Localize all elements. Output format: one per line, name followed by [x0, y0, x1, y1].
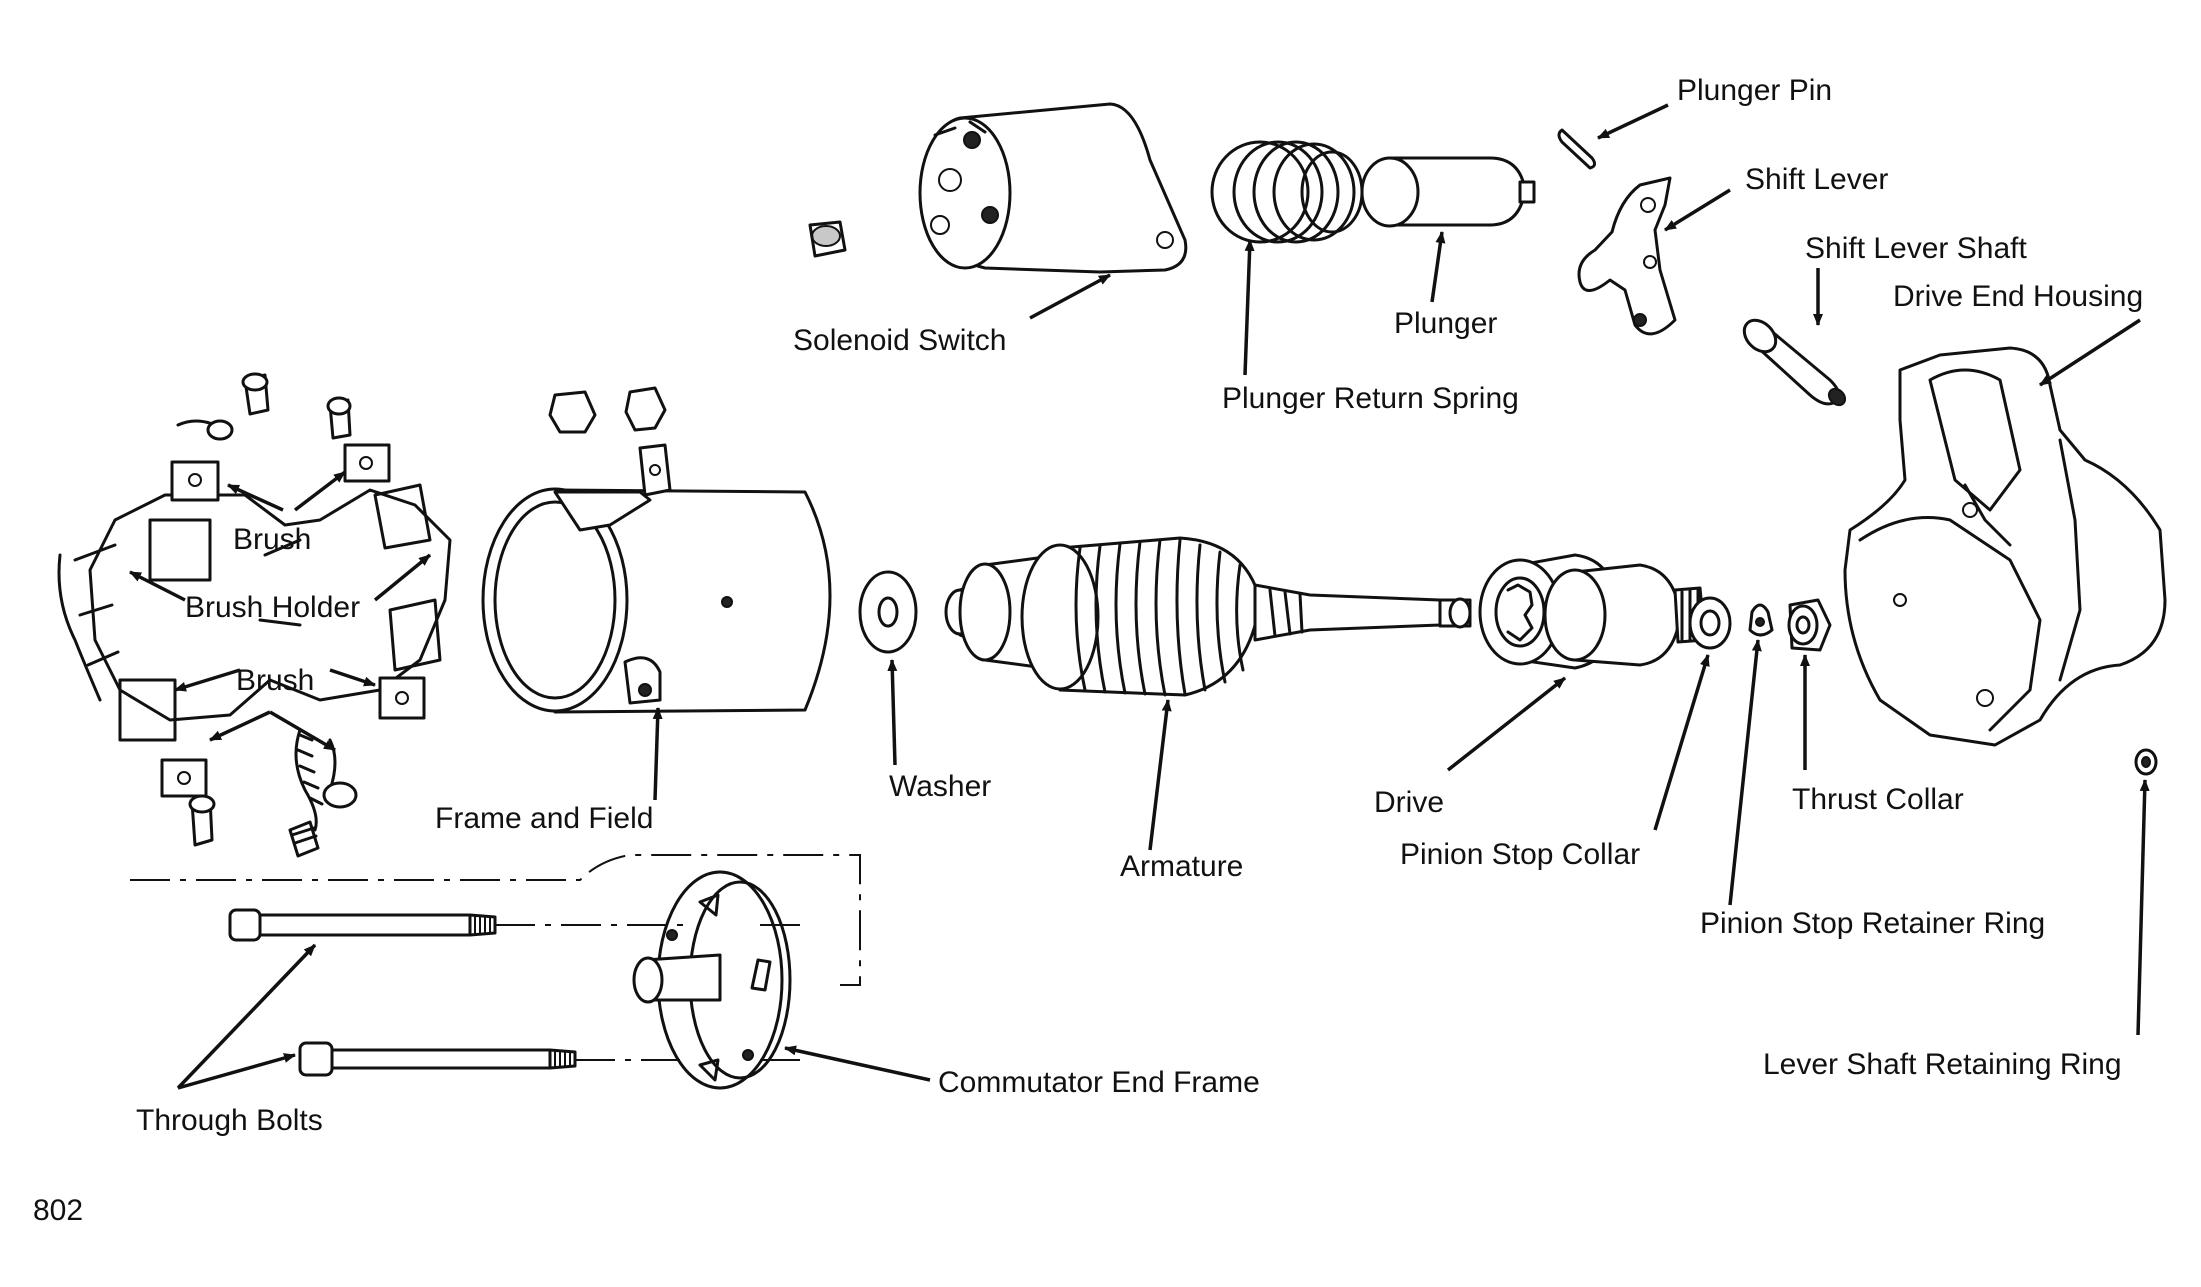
- plunger-pin-part: [1557, 128, 1597, 170]
- label-lever-shaft-retaining-ring: Lever Shaft Retaining Ring: [1763, 1048, 2122, 1081]
- leader-arrows: [129, 103, 2150, 1090]
- label-shift-lever-shaft: Shift Lever Shaft: [1805, 232, 2027, 265]
- label-brush-holder: Brush Holder: [185, 591, 360, 624]
- shift-lever-part: [1577, 176, 1677, 336]
- brush-holder-assembly-part: [57, 372, 452, 858]
- armature-part: [944, 536, 1472, 697]
- figure-number: 802: [33, 1194, 83, 1227]
- label-drive: Drive: [1374, 786, 1444, 819]
- lever-shaft-retaining-ring-part: [2134, 748, 2158, 776]
- label-armature: Armature: [1120, 850, 1243, 883]
- pinion-stop-collar-part: [1688, 596, 1732, 650]
- label-solenoid-switch: Solenoid Switch: [793, 324, 1006, 357]
- solenoid-switch-part: [808, 102, 1188, 274]
- drive-part: [1478, 553, 1707, 670]
- label-through-bolts: Through Bolts: [136, 1104, 323, 1137]
- shift-lever-shaft-part: [1742, 318, 1847, 407]
- through-bolts-part: [228, 908, 577, 1077]
- drive-end-housing-part: [1843, 346, 2167, 747]
- label-washer: Washer: [889, 770, 991, 803]
- label-plunger: Plunger: [1394, 307, 1497, 340]
- plunger-return-spring-part: [1210, 140, 1364, 244]
- plunger-part: [1360, 156, 1536, 228]
- label-plunger-return-spring: Plunger Return Spring: [1222, 382, 1519, 415]
- label-brush-bottom: Brush: [236, 664, 314, 697]
- label-thrust-collar: Thrust Collar: [1792, 783, 1964, 816]
- label-pinion-stop-collar: Pinion Stop Collar: [1400, 838, 1640, 871]
- pinion-stop-retainer-ring-part: [1748, 603, 1774, 637]
- washer-part: [858, 570, 918, 654]
- frame-and-field-part: [481, 386, 832, 714]
- label-plunger-pin: Plunger Pin: [1677, 74, 1832, 107]
- label-brush-top: Brush: [233, 523, 311, 556]
- label-drive-end-housing: Drive End Housing: [1893, 280, 2143, 313]
- labels: Plunger Pin Shift Lever Shift Lever Shaf…: [33, 74, 2143, 1227]
- label-commutator-end-frame: Commutator End Frame: [938, 1066, 1260, 1099]
- assembly-center-lines: [130, 854, 861, 1061]
- label-pinion-stop-retainer-ring: Pinion Stop Retainer Ring: [1700, 907, 2045, 940]
- label-shift-lever: Shift Lever: [1745, 163, 1888, 196]
- thrust-collar-part: [1787, 598, 1832, 652]
- commutator-end-frame-part: [632, 870, 792, 1090]
- label-frame-and-field: Frame and Field: [435, 802, 653, 835]
